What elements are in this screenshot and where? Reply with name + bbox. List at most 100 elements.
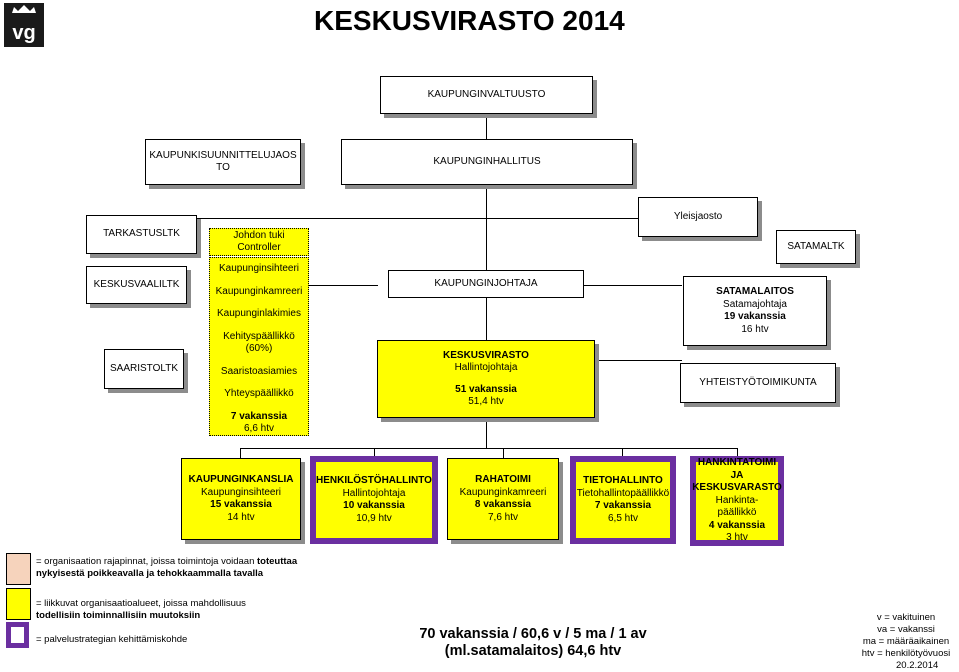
archipelago-committee-box: SAARISTOLTK — [104, 349, 184, 389]
legend-text-peach: = organisaation rajapinnat, joissa toimi… — [36, 556, 297, 580]
controller-box: Johdon tuki Controller — [209, 228, 309, 256]
connector — [240, 448, 241, 458]
city-board-box: KAUPUNGINHALLITUS — [341, 139, 633, 185]
department-box-ict: TIETOHALLINTO Tietohallintopäällikkö 7 v… — [570, 456, 676, 544]
department-name: HENKILÖSTÖHALLINTO — [316, 475, 432, 486]
council-box: KAUPUNGINVALTUUSTO — [380, 76, 593, 114]
connector — [596, 360, 682, 361]
totals-line1: 70 vakanssia / 60,6 v / 5 ma / 1 av — [419, 626, 647, 642]
legend-peach-line1: = organisaation rajapinnat, joissa toimi… — [36, 556, 258, 567]
department-box-finance: RAHATOIMI Kaupunginkamreeri 8 vakanssia … — [447, 458, 559, 540]
election-committee-box: KESKUSVAALILTK — [86, 266, 187, 304]
connector — [486, 114, 487, 139]
harbour-committee-box: SATAMALTK — [776, 230, 856, 264]
port-authority-name: SATAMALAITOS — [716, 286, 794, 297]
port-authority-role: Satamajohtaja — [723, 298, 787, 310]
department-box-personnel: HENKILÖSTÖHALLINTO Hallintojohtaja 10 va… — [310, 456, 438, 544]
archipelago-committee-label: SAARISTOLTK — [110, 362, 178, 374]
audit-committee-box: TARKASTUSLTK — [86, 215, 197, 254]
department-count: 10 vakanssia — [343, 500, 405, 511]
city-logo: vg — [4, 3, 44, 47]
department-count: 8 vakanssia — [474, 499, 532, 510]
legend-yellow-line2: todellisiin toiminnallisiin muutoksiin — [36, 610, 201, 621]
department-name: RAHATOIMI — [475, 474, 531, 485]
department-box-procurement: HANKINTATOIMI JA KESKUSVARASTO Hankinta-… — [690, 456, 784, 546]
central-office-box: KESKUSVIRASTO Hallintojohtaja 51 vakanss… — [377, 340, 595, 418]
department-htv: 3 htv — [726, 532, 748, 544]
department-name: HANKINTATOIMI JA KESKUSVARASTO — [692, 457, 782, 494]
abbreviation-item: ma = määräaikainen — [862, 636, 950, 647]
document-date: 20.2.2014 — [896, 660, 939, 671]
totals-text: 70 vakanssia / 60,6 v / 5 ma / 1 av (ml.… — [414, 626, 652, 660]
department-count: 15 vakanssia — [210, 499, 272, 510]
staff-item: Kaupunginsihteeri — [218, 263, 300, 274]
staff-htv: 6,6 htv — [243, 423, 275, 434]
abbreviation-item: va = vakanssi — [877, 624, 935, 635]
department-count: 4 vakanssia — [708, 519, 766, 531]
connector — [622, 448, 623, 458]
department-role: Tietohallintopäällikkö — [576, 487, 670, 499]
controller-line1: Johdon tuki — [233, 229, 285, 241]
staff-box: Kaupunginsihteeri Kaupunginkamreeri Kaup… — [209, 257, 309, 436]
legend-peach-emphasis: toteuttaa — [257, 556, 298, 567]
sub-division-label: Yleisjaosto — [673, 210, 723, 222]
abbreviation-item: htv = henkilötyövuosi — [861, 648, 951, 659]
mayor-box: KAUPUNGINJOHTAJA — [388, 270, 584, 298]
joint-authority-box: YHTEISTYÖTOIMIKUNTA — [680, 363, 836, 403]
department-htv: 6,5 htv — [607, 512, 639, 524]
harbour-committee-label: SATAMALTK — [787, 240, 845, 252]
council-label: KAUPUNGINVALTUUSTO — [427, 88, 546, 100]
planning-committee-box: KAUPUNKISUUNNITTELUJAOS TO — [145, 139, 301, 185]
central-office-htv: 51,4 htv — [468, 396, 504, 407]
staff-item: Kaupunginkamreeri — [215, 285, 303, 297]
staff-item: Yhteyspäällikkö — [224, 388, 294, 399]
legend-peach-line2: nykyisestä poikkeavalla ja tehokkaammall… — [36, 568, 264, 579]
connector — [560, 285, 682, 286]
planning-committee-line1: KAUPUNKISUUNNITTELUJAOS — [149, 149, 297, 161]
page-title: KESKUSVIRASTO 2014 — [314, 5, 625, 36]
legend-yellow-line1: = liikkuvat organisaatioalueet, joissa m… — [36, 598, 246, 609]
abbreviation-list: v = vakituinen va = vakanssi ma = määräa… — [856, 612, 956, 660]
connector — [503, 448, 504, 458]
department-box-kanslia: KAUPUNGINKANSLIA Kaupunginsihteeri 15 va… — [181, 458, 301, 540]
joint-authority-label: YHTEISTYÖTOIMIKUNTA — [699, 376, 817, 388]
connector — [374, 448, 375, 458]
department-role: Hankinta-päällikkö — [715, 494, 759, 519]
mayor-label: KAUPUNGINJOHTAJA — [434, 277, 538, 289]
totals-line2: (ml.satamalaitos) 64,6 htv — [444, 643, 622, 659]
staff-item: Kaupunginlakimies — [217, 308, 301, 319]
sub-division-box: Yleisjaosto — [638, 197, 758, 237]
legend-text-purple: = palvelustrategian kehittämiskohde — [36, 634, 188, 645]
audit-committee-label: TARKASTUSLTK — [103, 228, 180, 240]
connector — [486, 184, 487, 270]
central-office-count: 51 vakanssia — [455, 383, 517, 395]
connector — [737, 448, 738, 458]
department-count: 7 vakanssia — [594, 500, 652, 511]
connector — [486, 298, 487, 340]
city-board-label: KAUPUNGINHALLITUS — [433, 155, 541, 167]
department-role: Kaupunginsihteeri — [200, 486, 282, 498]
staff-item: Kehityspäällikkö — [223, 330, 295, 342]
legend-text-yellow: = liikkuvat organisaatioalueet, joissa m… — [36, 598, 246, 622]
department-htv: 14 htv — [227, 511, 255, 523]
central-office-role: Hallintojohtaja — [454, 362, 518, 373]
department-role: Kaupunginkamreeri — [459, 486, 547, 498]
department-htv: 10,9 htv — [356, 512, 392, 524]
department-htv: 7,6 htv — [487, 511, 519, 523]
port-authority-box: SATAMALAITOS Satamajohtaja 19 vakanssia … — [683, 276, 827, 346]
staff-count: 7 vakanssia — [230, 410, 288, 422]
legend-swatch-yellow — [6, 588, 31, 620]
department-name: TIETOHALLINTO — [583, 475, 663, 486]
controller-line2: Controller — [237, 242, 281, 253]
connector — [240, 448, 737, 449]
legend-swatch-peach — [6, 553, 31, 585]
connector — [486, 418, 487, 448]
port-authority-count: 19 vakanssia — [724, 311, 786, 322]
svg-text:vg: vg — [12, 22, 35, 44]
election-committee-label: KESKUSVAALILTK — [93, 278, 180, 290]
port-authority-htv: 16 htv — [741, 323, 769, 335]
central-office-name: KESKUSVIRASTO — [443, 349, 529, 361]
planning-committee-line2: TO — [216, 162, 230, 173]
abbreviation-item: v = vakituinen — [876, 612, 936, 623]
crown-icon: vg — [12, 5, 36, 44]
